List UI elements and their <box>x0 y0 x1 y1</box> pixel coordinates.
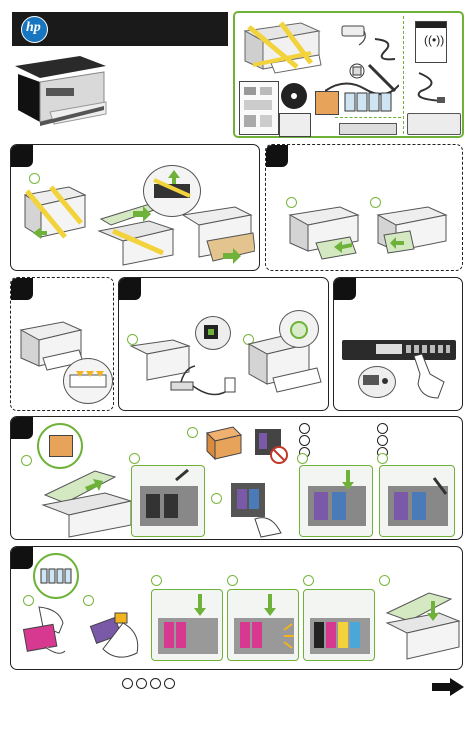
install-printheads-panel <box>10 416 463 540</box>
duplexer-accessory-image <box>407 113 461 135</box>
substep-marker <box>286 197 297 208</box>
page-circle <box>136 678 147 689</box>
substep-marker <box>23 595 34 606</box>
step-badge <box>334 278 356 300</box>
substep-marker <box>83 595 94 606</box>
load-paper-panel <box>10 277 114 411</box>
substep-marker <box>370 197 381 208</box>
page-circle <box>164 678 175 689</box>
option-marker <box>377 423 388 434</box>
open-cover-printer-image <box>93 201 177 267</box>
step-badge <box>266 145 288 167</box>
substep-marker <box>377 453 388 464</box>
unpack-printhead-image <box>221 477 287 539</box>
substep-marker <box>129 453 140 464</box>
hp-logo-text: hp <box>26 20 41 35</box>
control-panel-display <box>376 344 402 354</box>
printhead-callout-image <box>49 435 73 457</box>
open-top-cover-image <box>35 465 135 539</box>
printer-hero-image <box>10 52 110 132</box>
step-badge <box>119 278 141 300</box>
power-cord-connect-image <box>125 338 239 406</box>
control-panel-buttons <box>406 345 450 353</box>
paper-tray-zoom-image <box>63 358 113 404</box>
page-circle <box>150 678 161 689</box>
control-panel-zoom-image <box>358 366 396 398</box>
box-contents-hdivider <box>335 117 401 118</box>
close-cover-printer-image <box>381 587 461 667</box>
control-panel-panel <box>333 277 463 411</box>
control-panel-image <box>342 340 456 360</box>
substep-marker <box>297 453 308 464</box>
substep-marker <box>151 575 162 586</box>
cables-image <box>325 61 399 97</box>
substep-marker <box>21 455 32 466</box>
usb-icon <box>413 69 449 105</box>
all-cartridges-installed-image <box>303 589 375 661</box>
shake-cartridge-image <box>19 603 75 667</box>
page-indicator <box>122 678 182 690</box>
option-marker <box>299 435 310 446</box>
printhead-package-image <box>315 91 339 115</box>
power-button-zoom-image <box>279 310 319 348</box>
install-cartridges-panel <box>10 546 463 670</box>
header-bar: hp <box>12 12 228 46</box>
cd-hole <box>291 93 297 99</box>
box-contents-divider <box>403 16 404 134</box>
option-marker <box>299 423 310 434</box>
wireless-guide-header <box>416 22 446 28</box>
press-cartridge-image <box>227 589 299 661</box>
substep-marker <box>187 427 198 438</box>
duplexer-step2-image <box>374 205 456 265</box>
software-cd-image <box>281 83 307 109</box>
option-marker <box>377 435 388 446</box>
page-circle <box>122 678 133 689</box>
install-duplexer-panel <box>265 144 463 271</box>
user-guide-image <box>279 113 311 137</box>
step-badge <box>11 145 33 167</box>
printhead-callout <box>37 423 83 469</box>
power-adapter-image <box>339 21 369 47</box>
cartridges-callout <box>33 553 79 599</box>
printhead-package-detail-image <box>203 425 243 463</box>
connect-power-panel <box>118 277 329 411</box>
power-button-icon <box>290 321 308 339</box>
close-latch-image <box>379 465 455 537</box>
step-badge <box>11 547 33 569</box>
step-badge <box>11 278 33 300</box>
cartridge-door-zoom-image <box>143 165 201 217</box>
substep-marker <box>379 575 390 586</box>
ink-cartridges-image <box>343 89 397 113</box>
pointing-hand-image <box>408 354 448 402</box>
remove-tray-tape-image <box>179 205 255 267</box>
remove-cap-image <box>83 603 149 667</box>
hp-logo: hp <box>21 16 48 43</box>
power-on-printer-image <box>243 330 325 406</box>
control-panel-faceplate-image <box>339 123 397 135</box>
power-port-zoom-image <box>195 316 231 350</box>
insert-cyan-cartridge-image <box>151 589 223 661</box>
phone-cord-image <box>371 35 399 63</box>
printhead-no-touch-image <box>249 425 291 465</box>
next-page-arrow-icon[interactable] <box>432 678 464 696</box>
printer-with-tape-image <box>241 17 323 79</box>
duplexer-step1-image <box>286 205 366 265</box>
step-badge <box>11 417 33 439</box>
substep-marker <box>303 575 314 586</box>
substep-marker <box>227 575 238 586</box>
insert-printhead-image <box>299 465 373 537</box>
setup-poster-image <box>239 81 279 135</box>
remove-tape-printer-image <box>21 183 89 253</box>
remove-tape-panel <box>10 144 260 271</box>
wireless-guide-image: ((•)) <box>415 21 447 63</box>
load-paper-printer-image <box>17 320 87 380</box>
substep-marker <box>127 334 138 345</box>
wireless-icon: ((•)) <box>424 33 445 47</box>
carriage-latch-image <box>131 465 205 537</box>
substep-marker <box>211 493 222 504</box>
substep-marker <box>29 173 40 184</box>
box-contents-panel: ((•)) <box>233 11 464 138</box>
